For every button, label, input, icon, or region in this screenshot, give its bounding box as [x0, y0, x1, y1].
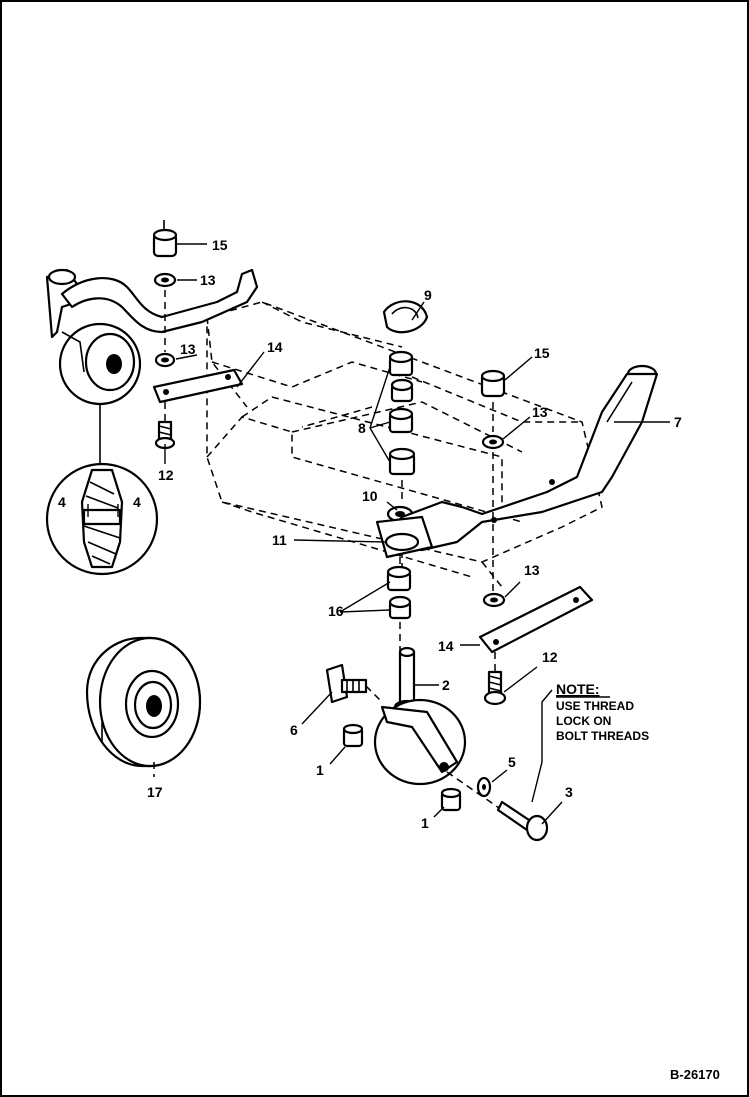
label-16: 16	[328, 603, 344, 619]
note-line-2: LOCK ON	[556, 714, 611, 728]
label-15-right-nut: 15	[534, 345, 550, 361]
label-12-right-bolt: 12	[542, 649, 558, 665]
left-caster-arm	[45, 268, 259, 339]
center-pivot-11	[375, 515, 434, 559]
thread-lock-note: NOTE: USE THREAD LOCK ON BOLT THREADS	[556, 681, 649, 743]
label-14-left-strap: 14	[267, 339, 283, 355]
note-title: NOTE:	[556, 681, 600, 697]
lower-bushings-16	[386, 565, 412, 620]
right-arm-7	[385, 364, 659, 552]
left-washer-13b	[154, 352, 176, 368]
right-bolt-12	[483, 670, 507, 706]
label-13-right-lower-washer: 13	[524, 562, 540, 578]
leader-lines	[87, 243, 670, 825]
label-4-left: 4	[58, 494, 66, 510]
label-3: 3	[565, 784, 573, 800]
drawing-code: B-26170	[670, 1067, 720, 1082]
label-9: 9	[424, 287, 432, 303]
label-1-upper-spacer: 1	[316, 762, 324, 778]
label-7: 7	[674, 414, 682, 430]
label-2: 2	[442, 677, 450, 693]
inset-wheel-section	[45, 462, 159, 576]
label-13-left-lower-washer: 13	[180, 341, 196, 357]
label-10: 10	[362, 488, 378, 504]
left-strap-14	[152, 368, 244, 404]
center-spacer-9-clip	[382, 300, 429, 334]
bolt-3	[496, 800, 549, 842]
right-washer-13a	[481, 434, 505, 450]
left-bolt-12	[154, 420, 176, 450]
caster-fork-2	[373, 698, 467, 786]
axle-bolt-6	[325, 663, 368, 704]
label-8: 8	[358, 420, 366, 436]
label-13-right-washer: 13	[532, 404, 548, 420]
callout-labels: 15 13 9 14 13 15 13 7 8 12 10 11 4 4 13 …	[58, 237, 682, 831]
center-bushings-8	[388, 350, 416, 476]
label-15-left-nut: 15	[212, 237, 228, 253]
note-line-1: USE THREAD	[556, 699, 634, 713]
label-13-left-washer: 13	[200, 272, 216, 288]
washer-5	[476, 776, 492, 798]
left-caster-wheel	[58, 322, 142, 406]
right-nut-15	[480, 369, 506, 398]
left-washer-13a	[153, 272, 177, 288]
spacer-1-lower	[440, 787, 462, 812]
left-nut-15	[152, 220, 178, 258]
label-4-right: 4	[133, 494, 141, 510]
label-5: 5	[508, 754, 516, 770]
spacer-1-upper	[342, 723, 364, 748]
label-1-lower-spacer: 1	[421, 815, 429, 831]
label-6: 6	[290, 722, 298, 738]
wheel-17	[85, 636, 202, 768]
label-12-left-bolt: 12	[158, 467, 174, 483]
note-line-3: BOLT THREADS	[556, 729, 649, 743]
label-14-right-strap: 14	[438, 638, 454, 654]
label-17: 17	[147, 784, 163, 800]
right-strap-14	[478, 585, 594, 654]
right-washer-13b	[482, 592, 506, 608]
label-11: 11	[272, 532, 287, 548]
